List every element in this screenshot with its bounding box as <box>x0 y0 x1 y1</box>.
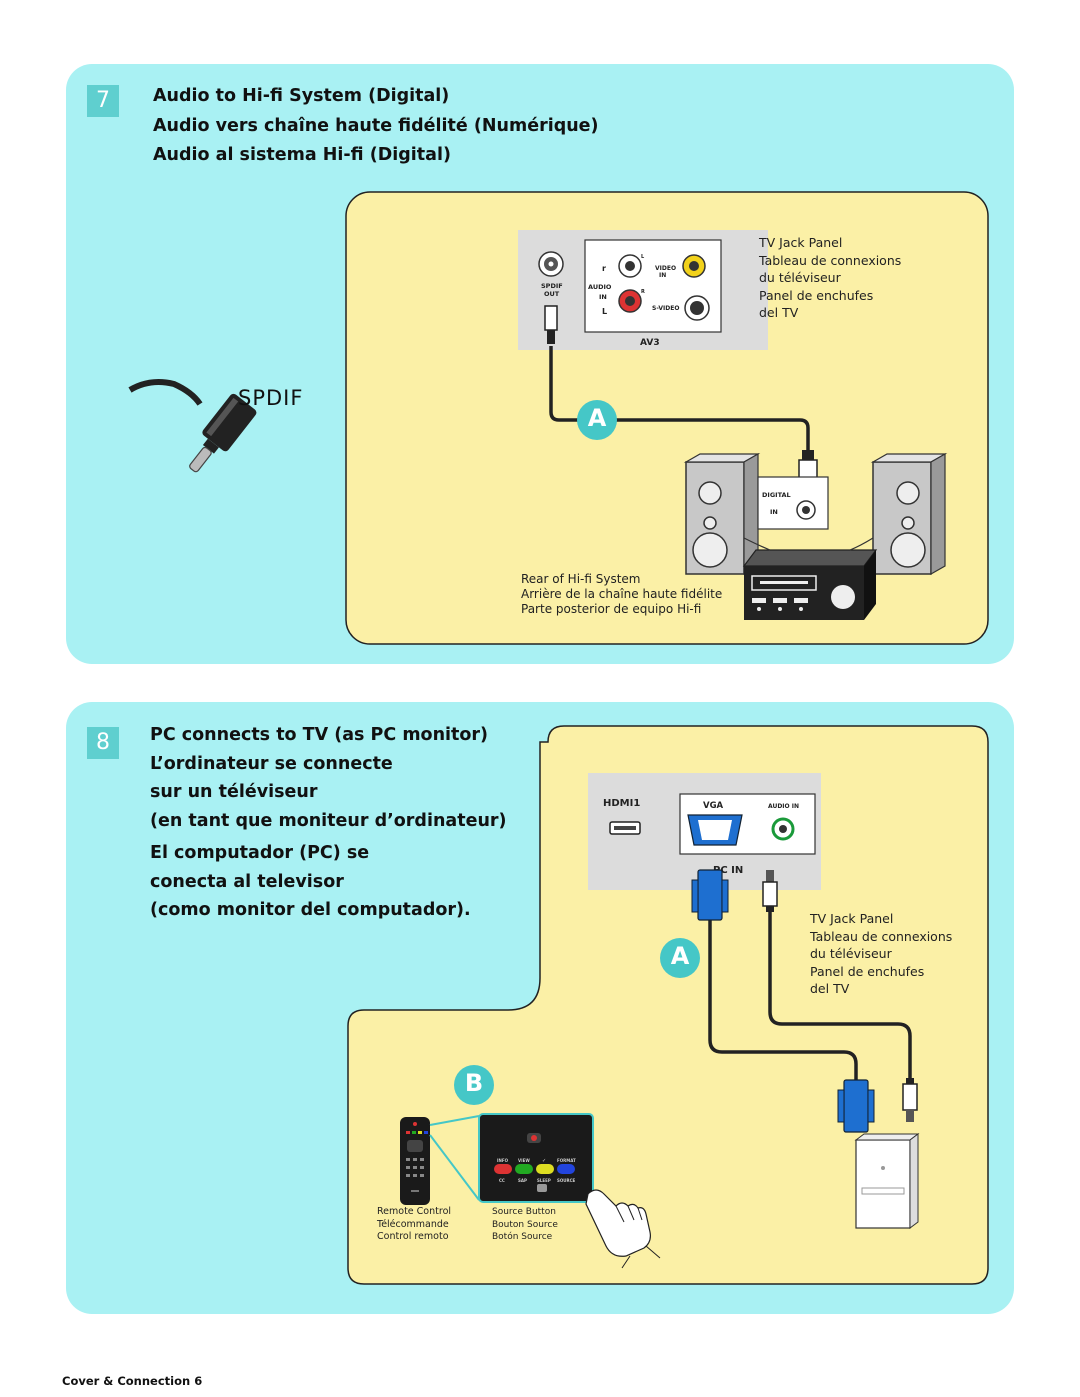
label-line: du téléviseur <box>810 946 892 961</box>
hand-pointer-icon <box>585 1189 661 1269</box>
marker-a-8 <box>660 938 700 978</box>
step-number-8: 8 <box>87 727 119 759</box>
video-label: VIDEO <box>655 265 676 272</box>
heading-es: Audio al sistema Hi-fi (Digital) <box>153 145 451 165</box>
section-7-diagram-area <box>345 191 989 645</box>
label-line: Tableau de connexions <box>759 252 902 268</box>
heading-en: PC connects to TV (as PC monitor) <box>150 725 489 745</box>
video-in-label: IN <box>659 272 666 279</box>
vga-plug-pc <box>837 1079 875 1133</box>
audio-plug-pc <box>902 1078 918 1122</box>
hdmi1-label: HDMI1 <box>603 798 640 809</box>
tv-jack-panel-label-8: TV Jack Panel Tableau de connexions du t… <box>810 910 952 998</box>
label-line: Panel de enchufes <box>759 287 874 303</box>
marker-a-7-letter: A <box>587 404 607 432</box>
label-line: Rear of Hi-fi System <box>521 572 641 586</box>
heading-fr: sur un téléviseur <box>150 782 318 802</box>
spdif-cable <box>549 346 810 452</box>
hifi-system <box>683 452 948 620</box>
vga-cable <box>708 918 858 1082</box>
s-video-label: S-VIDEO <box>652 305 679 312</box>
spdif-out-label-1: SPDIF <box>541 282 563 290</box>
audio-in-label-8: AUDIO IN <box>768 803 799 810</box>
label-line: TV Jack Panel <box>810 911 894 926</box>
audio-label: AUDIO <box>588 283 612 291</box>
section-7-heading: Audio to Hi-fi System (Digital) Audio ve… <box>153 82 599 171</box>
label-line: Source Button <box>492 1207 556 1217</box>
spdif-out-label-2: OUT <box>544 290 560 298</box>
vga-label: VGA <box>703 801 724 811</box>
heading-es: El computador (PC) se <box>150 843 370 863</box>
btn-format: FORMAT <box>557 1158 576 1163</box>
tv-jack-panel-label-7: TV Jack Panel Tableau de connexions du t… <box>759 234 901 322</box>
hifi-label: Rear of Hi-fi System Arrière de la chaîn… <box>521 572 722 617</box>
heading-es: conecta al televisor <box>150 871 344 892</box>
btn-source: SOURCE <box>557 1178 576 1183</box>
pc-tower <box>854 1133 920 1229</box>
audio-in-label: IN <box>599 293 607 301</box>
remote-control-label: Remote Control Télécommande Control remo… <box>377 1206 451 1244</box>
btn-check: ✓ <box>542 1158 546 1164</box>
label-line: Botón Source <box>492 1232 553 1242</box>
label-line: TV Jack Panel <box>759 235 843 250</box>
vga-plug-tv <box>691 869 729 921</box>
audio-cable <box>768 910 912 1080</box>
label-line: Bouton Source <box>492 1219 558 1230</box>
btn-cc: CC <box>499 1178 505 1183</box>
tv-jack-panel-7 <box>518 230 768 350</box>
digital-in-label: IN <box>770 508 778 516</box>
label-line: del TV <box>759 305 799 320</box>
marker-b <box>454 1065 494 1105</box>
label-line: Panel de enchufes <box>810 963 925 979</box>
av3-label: AV3 <box>640 338 660 348</box>
label-line: Remote Control <box>377 1206 452 1217</box>
step-number-7: 7 <box>87 85 119 117</box>
spdif-plug-label: SPDIF <box>238 386 304 410</box>
audio-l-letter: L <box>602 307 607 316</box>
plug-hifi <box>802 450 814 460</box>
digital-label: DIGITAL <box>762 491 791 499</box>
marker-a-7 <box>577 400 617 440</box>
audio-plug-tv <box>762 870 778 912</box>
remote-control <box>400 1117 430 1205</box>
plug-top <box>544 305 558 331</box>
tiny-l-mark: L <box>641 254 645 260</box>
heading-es: (como monitor del computador). <box>150 900 471 920</box>
heading-fr: Audio vers chaîne haute fidélité (Numéri… <box>153 115 599 136</box>
spdif-plug-illustration <box>128 379 257 473</box>
heading-en: Audio to Hi-fi System (Digital) <box>153 86 450 106</box>
label-line: Parte posterior de equipo Hi-fi <box>521 602 702 616</box>
tiny-r-mark: R <box>641 289 645 295</box>
label-line: del TV <box>810 981 850 996</box>
audio-r-letter: r <box>602 264 606 273</box>
btn-sleep: SLEEP <box>537 1178 551 1183</box>
heading-fr: L’ordinateur se connecte <box>150 753 393 774</box>
section-8-heading: PC connects to TV (as PC monitor) L’ordi… <box>150 721 507 925</box>
marker-a-8-letter: A <box>670 942 690 970</box>
label-line: Tableau de connexions <box>810 928 953 944</box>
remote-zoom <box>478 1113 594 1203</box>
heading-fr: (en tant que moniteur d’ordinateur) <box>150 810 507 831</box>
source-button-label: Source Button Bouton Source Botón Source <box>492 1206 558 1244</box>
pc-in-label: PC IN <box>713 865 743 876</box>
page-footer: Cover & Connection 6 <box>62 1374 203 1388</box>
btn-info: INFO <box>497 1158 509 1163</box>
label-line: Télécommande <box>377 1218 449 1230</box>
label-line: Arrière de la chaîne haute fidélite <box>521 587 723 601</box>
label-line: Control remoto <box>377 1231 449 1242</box>
btn-view: VIEW <box>518 1158 530 1163</box>
label-line: du téléviseur <box>759 270 841 285</box>
marker-b-letter: B <box>464 1069 484 1097</box>
btn-sap: SAP <box>518 1178 527 1183</box>
